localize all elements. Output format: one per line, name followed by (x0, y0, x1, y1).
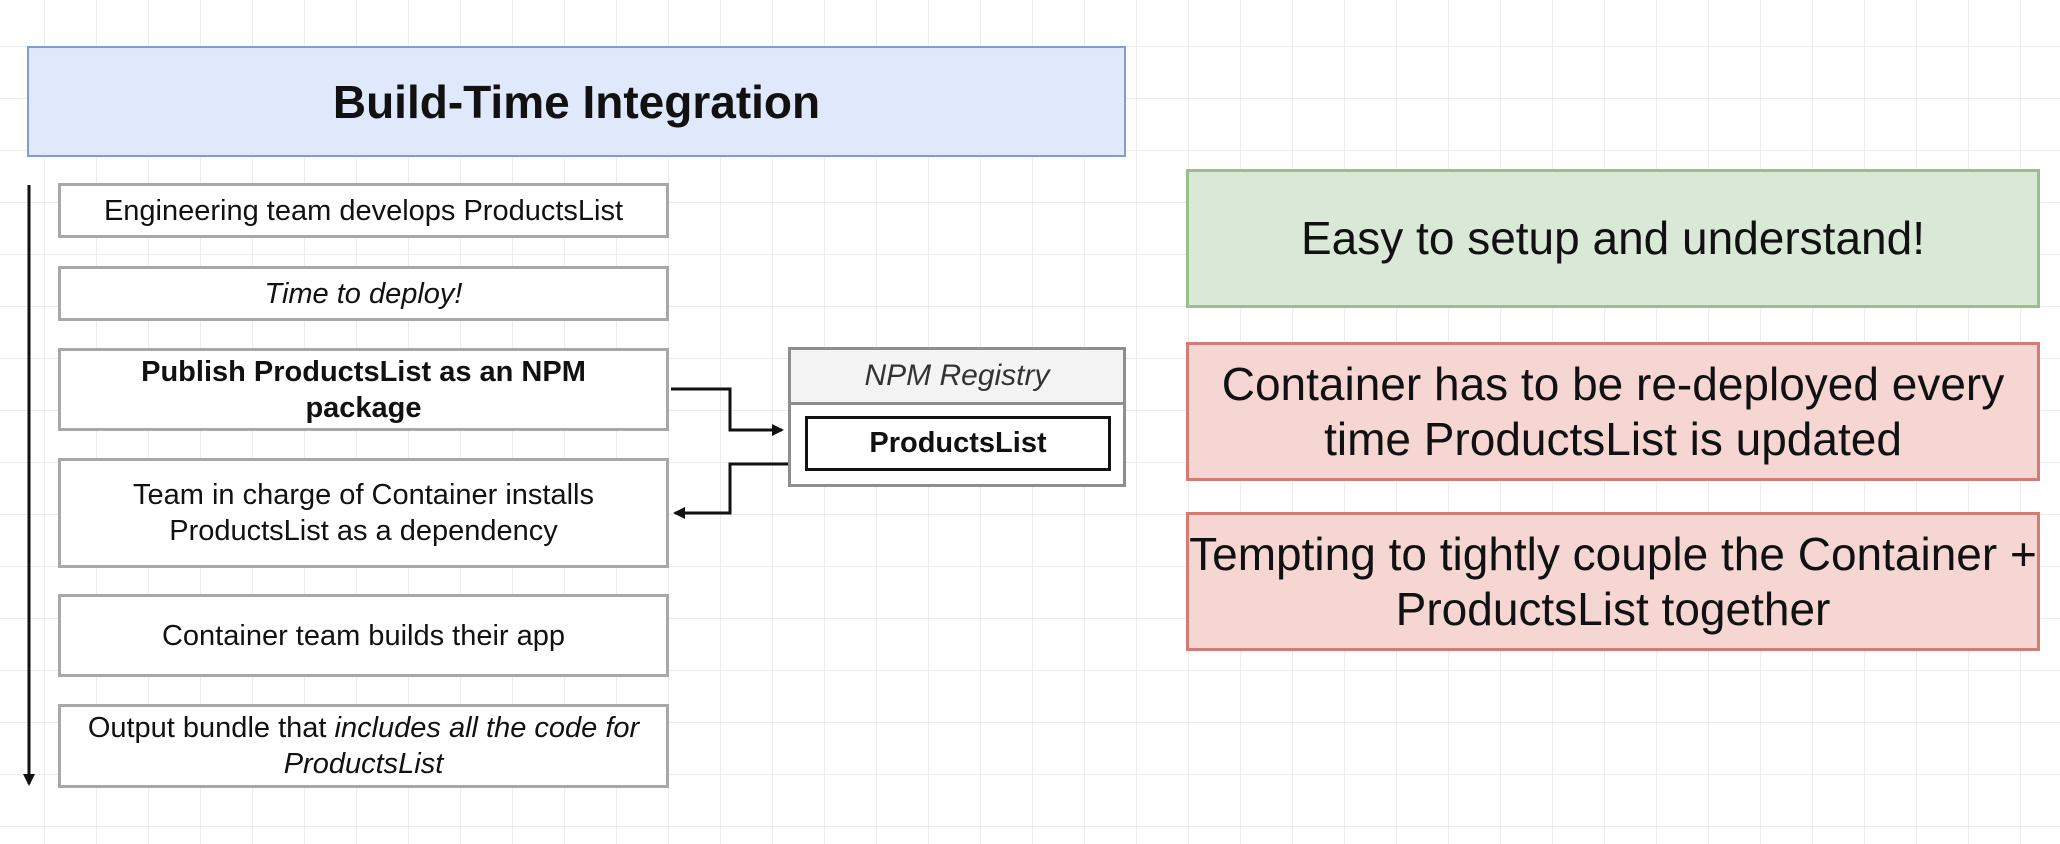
step-build: Container team builds their app (58, 594, 669, 677)
step-publish-text: Publish ProductsList as an NPM package (141, 355, 586, 424)
con-note-coupling: Tempting to tightly couple the Container… (1186, 512, 2040, 651)
step-install: Team in charge of Container installs Pro… (58, 458, 669, 568)
pro-note-text: Easy to setup and understand! (1301, 212, 1925, 264)
step-develops: Engineering team develops ProductsList (58, 183, 669, 238)
diagram-title: Build-Time Integration (27, 46, 1126, 157)
con-note-redeploy: Container has to be re-deployed every ti… (1186, 342, 2040, 481)
step-develops-text: Engineering team develops ProductsList (103, 194, 624, 227)
step-time-to-deploy-text: Time to deploy! (264, 277, 463, 310)
publish-to-registry-arrow (671, 387, 784, 436)
registry-to-install-arrow (673, 462, 788, 519)
step-output-bundle: Output bundle that includes all the code… (58, 704, 669, 788)
npm-registry: NPM Registry ProductsList (788, 347, 1126, 487)
diagram-title-text: Build-Time Integration (332, 75, 821, 128)
step-output-bundle-text: Output bundle that includes all the code… (71, 710, 656, 782)
npm-registry-products-list: ProductsList (805, 416, 1111, 471)
step-output-bundle-plain: Output bundle that (87, 712, 335, 744)
step-build-text: Container team builds their app (161, 619, 565, 652)
step-time-to-deploy: Time to deploy! (58, 266, 669, 321)
step-publish: Publish ProductsList as an NPM package (58, 348, 669, 431)
pro-note: Easy to setup and understand! (1186, 169, 2040, 308)
npm-registry-header: NPM Registry (791, 350, 1123, 405)
con-note-coupling-text: Tempting to tightly couple the Container… (1189, 527, 2037, 635)
step-install-text: Team in charge of Container installs Pro… (132, 479, 594, 547)
step-output-bundle-italic: includes all the code for ProductsList (283, 712, 640, 780)
con-note-redeploy-text: Container has to be re-deployed every ti… (1221, 357, 2005, 465)
